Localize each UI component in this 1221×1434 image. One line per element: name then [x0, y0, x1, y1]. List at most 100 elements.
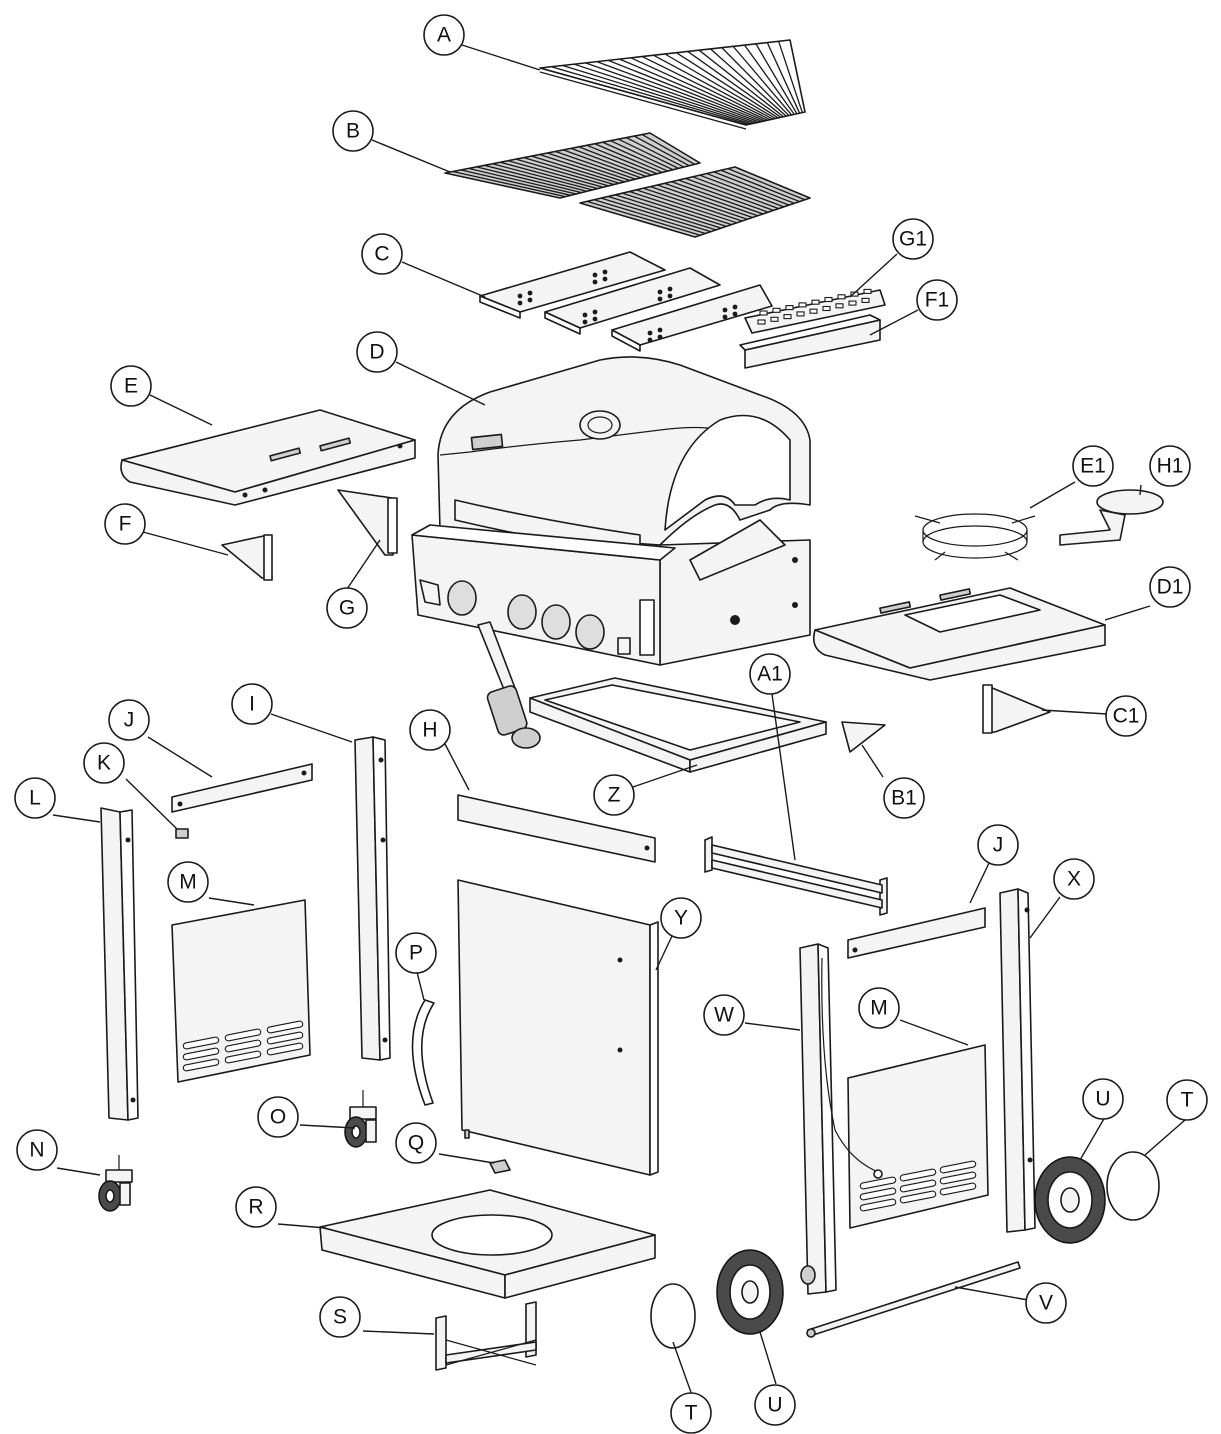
- part-o-caster: [344, 1090, 377, 1148]
- part-j-right-brace: [847, 907, 986, 959]
- callout-g1: G1: [892, 218, 934, 260]
- callout-i-label: I: [249, 693, 255, 716]
- part-u-wheel-bottom: [716, 1249, 784, 1335]
- part-w-igniter-wire: [821, 957, 883, 1179]
- part-g-shelf-bracket: [337, 489, 398, 556]
- callout-o-label: O: [270, 1106, 286, 1129]
- part-c-flame-tamer-3: [611, 284, 773, 352]
- callout-z: Z: [593, 774, 635, 816]
- callout-c1-label: C1: [1113, 705, 1140, 728]
- part-g1-sear-plate: [744, 288, 886, 334]
- part-b1-shelf-bracket: [841, 721, 886, 753]
- callout-m-left-label: M: [179, 871, 197, 894]
- callout-t-right-label: T: [1181, 1089, 1194, 1112]
- callout-f-label: F: [119, 513, 132, 536]
- callout-z-label: Z: [608, 784, 621, 807]
- part-c-flame-tamer-1: [479, 251, 666, 319]
- part-c-flame-tamer-2: [544, 267, 721, 335]
- part-r-bottom-shelf: [319, 1189, 656, 1299]
- callout-s-label: S: [333, 1306, 347, 1329]
- callout-v: V: [1025, 1282, 1067, 1324]
- part-w-rear-right-leg: [799, 943, 837, 1295]
- callout-n: N: [16, 1129, 58, 1171]
- callout-x: X: [1053, 858, 1095, 900]
- callout-q: Q: [395, 1122, 437, 1164]
- callout-j-left-label: J: [124, 709, 135, 732]
- callout-e-label: E: [124, 375, 138, 398]
- callout-k: K: [83, 742, 125, 784]
- part-q-magnet: [489, 1159, 511, 1174]
- part-s-tank-bracket: [435, 1301, 537, 1371]
- part-m-right-panel: [847, 1044, 989, 1229]
- callout-h1: H1: [1149, 445, 1191, 487]
- callout-j-left: J: [108, 699, 150, 741]
- callout-h-label: H: [422, 719, 437, 742]
- callout-d1-label: D1: [1157, 576, 1184, 599]
- callout-b-label: B: [346, 120, 360, 143]
- callout-m-right: M: [858, 987, 900, 1029]
- callout-n-label: N: [29, 1139, 44, 1162]
- callout-r: R: [235, 1186, 277, 1228]
- grill-brush-tool: [477, 621, 541, 749]
- callout-e1: E1: [1072, 445, 1114, 487]
- part-b-cooking-grate-right: [579, 166, 811, 238]
- part-z-grease-tray: [529, 677, 827, 773]
- callout-w: W: [703, 994, 745, 1036]
- callout-l: L: [14, 777, 56, 819]
- part-e-left-side-shelf: [120, 409, 416, 506]
- callout-q-label: Q: [408, 1132, 424, 1155]
- callout-p-label: P: [409, 942, 423, 965]
- callout-c1: C1: [1105, 695, 1147, 737]
- part-f1-sear-tray: [739, 314, 881, 369]
- callout-y: Y: [660, 897, 702, 939]
- callout-d: D: [356, 331, 398, 373]
- callout-a1: A1: [749, 653, 791, 695]
- callout-o: O: [257, 1096, 299, 1138]
- callout-a1-label: A1: [757, 663, 783, 686]
- callout-g: G: [326, 587, 368, 629]
- leader-lines: [52, 44, 1186, 1399]
- callout-m-right-label: M: [870, 997, 888, 1020]
- callout-r-label: R: [248, 1196, 263, 1219]
- flame-tamer-holes: [517, 269, 738, 343]
- callout-t-bottom-label: T: [685, 1402, 698, 1425]
- callout-f1: F1: [916, 279, 958, 321]
- part-d1-right-side-shelf: [812, 587, 1106, 681]
- part-i-rear-left-leg: [354, 736, 391, 1061]
- callout-e: E: [110, 365, 152, 407]
- callout-b1: B1: [883, 777, 925, 819]
- part-h-front-brace: [457, 794, 656, 863]
- callout-h1-label: H1: [1157, 455, 1184, 478]
- part-d-grill-head: [411, 356, 811, 666]
- part-l-front-left-leg: [100, 807, 139, 1121]
- callout-a: A: [423, 14, 465, 56]
- part-v-axle: [806, 1261, 1021, 1338]
- part-c1-shelf-bracket: [982, 684, 1051, 734]
- part-y-door: [457, 879, 659, 1176]
- callout-v-label: V: [1039, 1292, 1053, 1315]
- callout-f: F: [104, 503, 146, 545]
- part-t-hubcap-bottom: [650, 1283, 696, 1349]
- callout-e1-label: E1: [1080, 455, 1106, 478]
- callout-y-label: Y: [674, 907, 688, 930]
- callout-u-right: U: [1082, 1078, 1124, 1120]
- callout-d1: D1: [1149, 566, 1191, 608]
- part-k-clip: [175, 828, 189, 839]
- callout-d-label: D: [369, 341, 384, 364]
- part-j-left-brace: [171, 763, 313, 813]
- callout-j-right: J: [977, 824, 1019, 866]
- callout-m-left: M: [167, 861, 209, 903]
- callout-g-label: G: [339, 597, 355, 620]
- callout-j-right-label: J: [993, 834, 1004, 857]
- callout-c: C: [361, 233, 403, 275]
- part-n-caster: [98, 1155, 133, 1212]
- callout-x-label: X: [1067, 868, 1081, 891]
- callout-l-label: L: [29, 787, 41, 810]
- callout-t-right: T: [1166, 1079, 1208, 1121]
- callout-f1-label: F1: [925, 289, 950, 312]
- callout-k-label: K: [97, 752, 111, 775]
- part-f-shelf-bracket: [221, 534, 273, 581]
- callout-g1-label: G1: [899, 228, 927, 251]
- callout-a-label: A: [437, 24, 451, 47]
